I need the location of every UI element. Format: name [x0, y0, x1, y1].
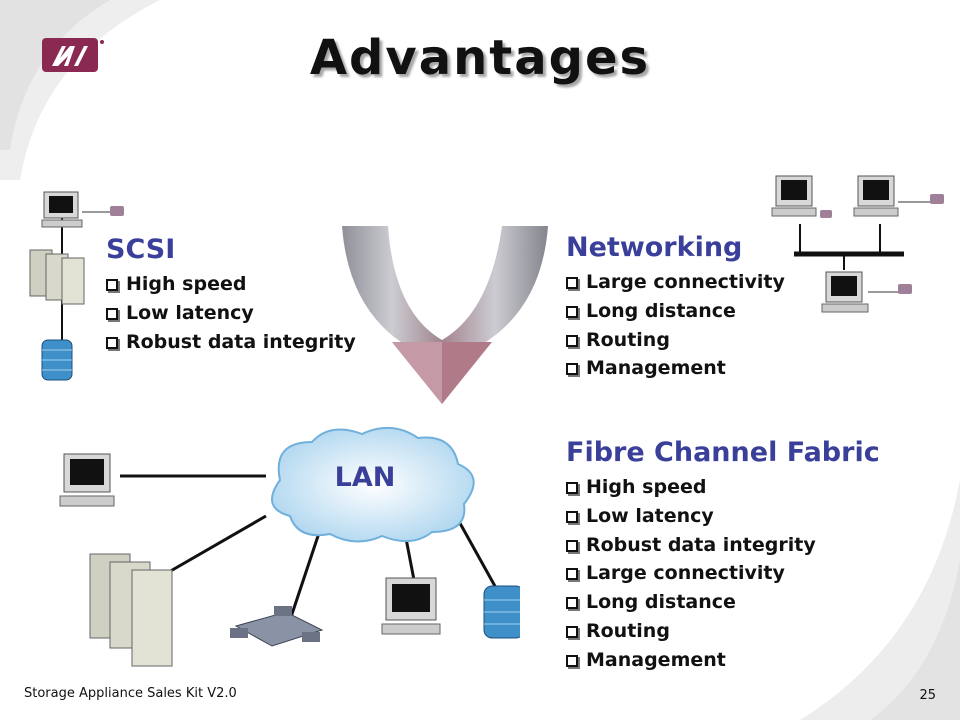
server-rack-icon — [89, 553, 173, 667]
list-item: High speed — [106, 270, 356, 299]
computer-icon — [771, 175, 832, 218]
list-item: Long distance — [566, 297, 785, 326]
lan-label: LAN — [334, 462, 396, 493]
computer-icon — [59, 453, 115, 507]
slide-title: Advantages — [309, 30, 651, 86]
checkbox-bullet-icon — [106, 307, 118, 320]
logo-icon — [42, 38, 104, 72]
list-item: Low latency — [566, 502, 816, 531]
list-item: Routing — [566, 326, 785, 355]
list-item: Robust data integrity — [106, 328, 356, 357]
lan-diagram — [59, 427, 520, 667]
hub-icon — [230, 606, 324, 647]
list-item: Management — [566, 354, 785, 383]
checkbox-bullet-icon — [106, 336, 118, 349]
fibre-channel-heading: Fibre Channel Fabric — [566, 437, 880, 468]
disk-array-icon — [483, 585, 520, 639]
scsi-heading: SCSI — [106, 234, 176, 265]
checkbox-bullet-icon — [566, 510, 578, 523]
computer-icon — [381, 577, 441, 635]
checkbox-bullet-icon — [566, 625, 578, 638]
computer-icon — [41, 191, 124, 228]
checkbox-bullet-icon — [566, 277, 578, 289]
merge-arrow-icon — [342, 226, 548, 404]
list-item: Routing — [566, 617, 816, 646]
footer-text: Storage Appliance Sales Kit V2.0 — [24, 686, 237, 701]
checkbox-bullet-icon — [106, 279, 118, 291]
page-number: 25 — [919, 688, 936, 703]
cloud-icon — [271, 427, 475, 543]
disk-array-icon — [41, 339, 73, 381]
network-diagram — [771, 175, 944, 313]
scsi-diagram — [29, 191, 124, 381]
server-rack-icon — [29, 249, 85, 305]
list-item: High speed — [566, 473, 816, 502]
checkbox-bullet-icon — [566, 334, 578, 347]
scsi-list: High speed Low latency Robust data integ… — [106, 270, 356, 356]
networking-heading: Networking — [566, 232, 743, 263]
checkbox-bullet-icon — [566, 305, 578, 318]
checkbox-bullet-icon — [566, 539, 578, 552]
computer-icon — [821, 271, 912, 313]
list-item: Management — [566, 646, 816, 675]
checkbox-bullet-icon — [566, 363, 578, 376]
list-item: Low latency — [106, 299, 356, 328]
computer-icon — [853, 175, 944, 217]
list-item: Large connectivity — [566, 559, 816, 588]
list-item: Large connectivity — [566, 268, 785, 297]
checkbox-bullet-icon — [566, 482, 578, 494]
networking-list: Large connectivity Long distance Routing… — [566, 268, 785, 383]
checkbox-bullet-icon — [566, 597, 578, 610]
list-item: Robust data integrity — [566, 531, 816, 560]
list-item: Long distance — [566, 588, 816, 617]
checkbox-bullet-icon — [566, 654, 578, 667]
fibre-channel-list: High speed Low latency Robust data integ… — [566, 473, 816, 675]
checkbox-bullet-icon — [566, 568, 578, 581]
